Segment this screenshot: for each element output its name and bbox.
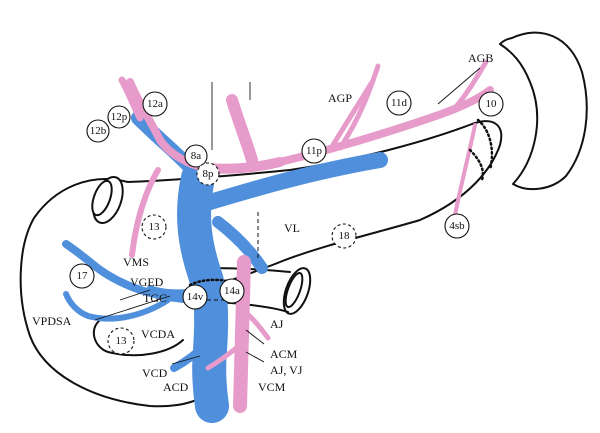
svg-text:14a: 14a (224, 285, 240, 297)
gastroduodenal (129, 167, 161, 258)
aj-branch (240, 307, 271, 341)
svg-text:12p: 12p (111, 111, 128, 123)
node-12a: 12a (142, 91, 168, 117)
sma-trunk (233, 255, 251, 413)
leader-lines (94, 67, 481, 365)
splenic-vein (192, 152, 388, 213)
spleen-outline (499, 31, 588, 191)
svg-text:11d: 11d (391, 97, 408, 109)
label-vl: VL (284, 221, 300, 235)
svg-text:12a: 12a (147, 98, 163, 110)
svg-text:4sb: 4sb (449, 220, 465, 232)
arteries (118, 59, 494, 413)
vessel-labels: AGB AGP VL VMS VGED TGC VPDSA VCDA VCD A… (32, 51, 493, 394)
svg-text:18: 18 (339, 230, 351, 242)
node-12b: 12b (86, 119, 110, 143)
portal-trunk (177, 161, 229, 423)
node-13-lower: 13 (107, 327, 135, 355)
acd-branch (205, 342, 243, 371)
pancreas-outline (19, 120, 503, 408)
node-10: 10 (478, 91, 504, 117)
label-acm: ACM (270, 347, 298, 361)
aorta-guide-lines (211, 82, 251, 150)
node-11d: 11d (386, 90, 412, 116)
label-agp: AGP (328, 91, 352, 105)
label-vcd: VCD (142, 366, 168, 380)
svg-text:13: 13 (116, 335, 128, 347)
svg-text:17: 17 (77, 270, 89, 282)
label-vcda: VCDA (141, 327, 175, 341)
left-gastroepiploic (453, 123, 477, 217)
label-vpdsa: VPDSA (32, 314, 72, 328)
celiac-trunk (226, 94, 258, 166)
node-8a: 8a (184, 144, 208, 168)
node-4sb: 4sb (444, 213, 470, 239)
node-13-upper: 13 (141, 214, 167, 240)
node-12p: 12p (107, 105, 131, 129)
vl-branch (212, 216, 268, 274)
label-aj: AJ (270, 317, 284, 331)
vcd-branch (170, 341, 209, 372)
label-tgc: TGC (143, 291, 167, 305)
bowel-cross-sections (91, 176, 312, 315)
node-14a: 14a (219, 278, 245, 304)
label-aj-vj: AJ, VJ (270, 363, 303, 377)
node-17: 17 (69, 263, 95, 289)
svg-text:14v: 14v (187, 291, 204, 303)
vpdsa-arc (63, 291, 171, 322)
label-vged: VGED (130, 275, 164, 289)
branch-12a-top (118, 76, 144, 122)
agp-artery-2 (337, 63, 381, 151)
node-stations: 12a 12p 12b 8a 8p 11p 11d 10 4sb 13 18 1… (69, 90, 504, 355)
svg-text:13: 13 (149, 221, 161, 233)
veins (62, 111, 388, 423)
svg-text:12b: 12b (90, 125, 107, 137)
label-vcm: VCM (258, 380, 286, 394)
label-agb: AGB (468, 51, 493, 65)
svg-text:11p: 11p (306, 145, 323, 157)
label-vms: VMS (123, 255, 149, 269)
node-14v: 14v (182, 284, 208, 310)
node-18: 18 (331, 223, 357, 249)
svg-text:8p: 8p (203, 168, 215, 180)
svg-text:10: 10 (486, 98, 498, 110)
label-acd: ACD (163, 380, 189, 394)
agb-artery (452, 59, 489, 111)
node-11p: 11p (301, 138, 327, 164)
node-8p: 8p (196, 162, 220, 186)
svg-text:8a: 8a (191, 150, 202, 162)
